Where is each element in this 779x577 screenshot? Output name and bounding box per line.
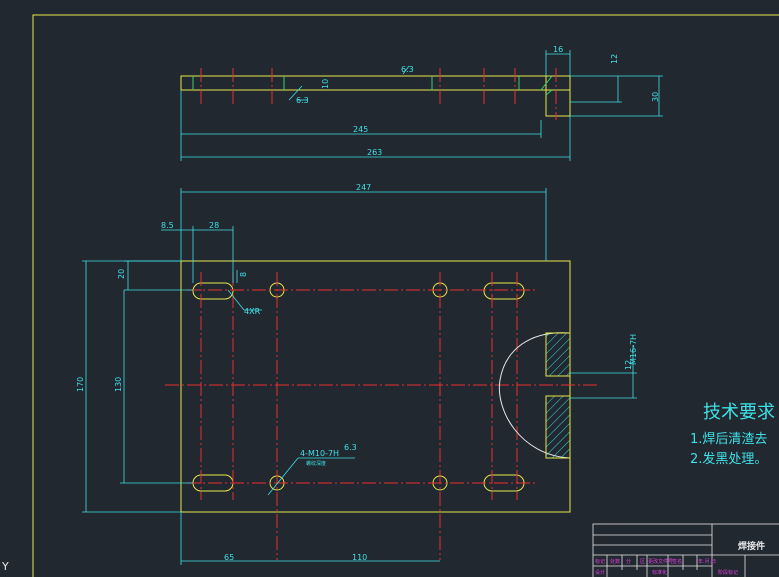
- plan-view-plate: [180, 260, 571, 513]
- top-view-weld-marks: [192, 75, 553, 96]
- dim-12-plan: 12: [624, 360, 633, 370]
- slot-top-right: [483, 282, 525, 300]
- top-view-dimensions: [180, 50, 663, 161]
- title-block-part-name: 焊接件: [738, 540, 765, 552]
- threaded-holes: [269, 282, 448, 491]
- ucs-y-label: Y: [1, 560, 9, 573]
- dim-28: 28: [209, 221, 219, 230]
- plan-view: 247 8.5 28 20 8 4XR 170 130 4-M10-7H 螺纹深…: [76, 183, 638, 565]
- dim-65: 65: [224, 553, 234, 562]
- weld-symbol-bottom: 6.3: [296, 96, 309, 105]
- dim-110: 110: [352, 553, 367, 562]
- title-block: 焊接件 标记 处数 分 区 更改文件号 签名 年.月.日 设计 标准化 阶段标记: [592, 523, 779, 577]
- dim-170: 170: [76, 377, 85, 392]
- tb-r1-c1: 标记: [595, 558, 605, 565]
- dim-20: 20: [117, 269, 126, 279]
- top-view-plate: [180, 75, 547, 91]
- dim-8-5: 8.5: [161, 221, 174, 230]
- tb-r1-c6: 签名: [672, 558, 682, 565]
- thread-callout-m16: M16-7H: [629, 334, 638, 365]
- dim-16: 16: [553, 45, 563, 54]
- section-hatch-lower: [545, 395, 571, 459]
- top-view-centerlines: [200, 68, 557, 120]
- dim-263: 263: [367, 148, 382, 157]
- thread-callout-m10-weld: 6.3: [344, 443, 357, 452]
- thread-callout-m10: 4-M10-7H: [300, 449, 339, 458]
- dim-8: 8: [239, 272, 248, 277]
- tech-req-item-1: 1.焊后清渣去: [690, 431, 767, 447]
- dim-247: 247: [356, 183, 371, 192]
- tech-req-item-2: 2.发黑处理。: [690, 451, 767, 467]
- tb-r2-c3: 标准化: [652, 569, 667, 576]
- tech-req-title: 技术要求: [703, 402, 775, 423]
- top-view: 16 12 30 10 6.3 6.3 245 263: [180, 45, 663, 161]
- weld-symbol-top: 6.3: [401, 65, 414, 74]
- tb-r1-c2: 处数: [610, 558, 620, 565]
- dim-10: 10: [321, 79, 330, 89]
- section-hatch-upper: [545, 332, 571, 377]
- local-section: [498, 332, 571, 459]
- section-break-line: [498, 332, 571, 459]
- slot-holes: [192, 282, 525, 492]
- slot-top-left: [192, 282, 234, 300]
- dim-130: 130: [114, 377, 123, 392]
- plan-view-centerlines: [165, 272, 600, 560]
- plan-view-dimensions: [82, 188, 637, 565]
- tb-r1-c5: 更改文件号: [648, 558, 673, 565]
- thread-callout-m10-depth: 螺纹深度: [306, 460, 326, 467]
- technical-requirements: 技术要求 1.焊后清渣去 2.发黑处理。: [690, 402, 775, 467]
- tb-r2-c5: 阶段标记: [718, 569, 738, 576]
- top-view-block: [545, 75, 571, 117]
- dim-4xr: 4XR: [244, 307, 261, 316]
- dim-30: 30: [651, 92, 660, 102]
- dim-245: 245: [353, 125, 368, 134]
- drawing-frame: [32, 14, 779, 577]
- tb-r1-c7: 年.月.日: [698, 558, 716, 565]
- tb-r1-c3: 分: [626, 558, 631, 565]
- tb-r1-c4: 区: [640, 559, 645, 565]
- tb-r2-c1: 设计: [595, 569, 605, 576]
- dim-12-top: 12: [610, 54, 619, 64]
